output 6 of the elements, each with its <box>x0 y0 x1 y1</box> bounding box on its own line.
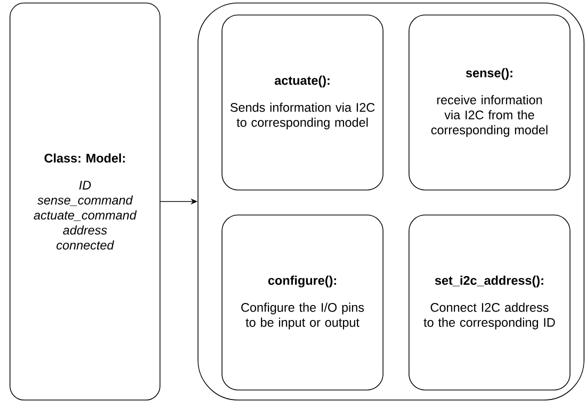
method-box: actuate(): Sends information via I2C to corresponding model <box>222 14 384 190</box>
method-box: configure(): Configure the I/O pins to be input or output <box>222 214 384 390</box>
method-box: sense(): receive information via I2C from the corresponding model <box>408 14 570 190</box>
class-box: Class: Model: ID sense_command actuate_command address connected <box>10 2 160 400</box>
method-box: set_i2c_address(): Connect I2C address to the corresponding ID <box>408 214 570 390</box>
container-box <box>198 2 584 400</box>
